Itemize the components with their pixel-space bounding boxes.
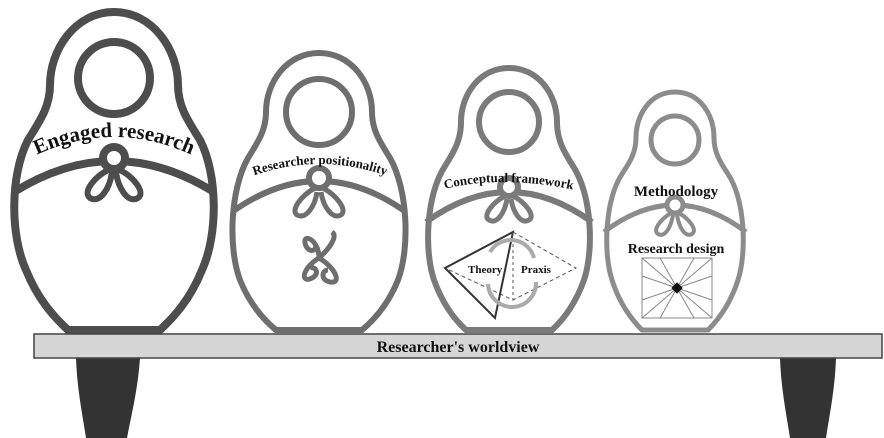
cycle-arrow-icon: [488, 238, 536, 259]
cycle-arrow-icon: [486, 281, 539, 309]
scarf-knot-icon: [292, 165, 346, 219]
doll-researcher-positionality: [229, 49, 409, 333]
doll-conceptual-framework: [424, 64, 594, 333]
doll-label-methodology: Methodology: [634, 184, 719, 200]
theory-label: Theory: [468, 264, 503, 276]
doll-face: [74, 38, 154, 118]
doll-face: [648, 113, 702, 167]
scarf-knot-icon: [654, 194, 696, 237]
doll-engaged-research: [10, 7, 218, 334]
shelf-leg-right: [780, 358, 836, 438]
doll-methodology: [602, 89, 748, 333]
praxis-label: Praxis: [521, 264, 552, 276]
triangle-outline: [443, 230, 515, 321]
doll-sublabel-research-design: Research design: [628, 242, 725, 257]
shelf-board: [33, 333, 883, 359]
shelf-leg-left: [76, 358, 140, 438]
doll-face: [476, 89, 542, 155]
scarf-knot-icon: [484, 175, 534, 224]
doll-body-outline: [229, 49, 409, 333]
scarf-knot-icon: [84, 143, 144, 203]
shelf: Researcher's worldview: [33, 333, 883, 438]
shelf-label: Researcher's worldview: [377, 339, 540, 356]
theory-praxis-diagram: Theory Praxis: [443, 230, 578, 321]
triskelion-icon: [301, 229, 339, 285]
research-design-icon: [641, 257, 713, 319]
doll-face: [283, 76, 355, 148]
